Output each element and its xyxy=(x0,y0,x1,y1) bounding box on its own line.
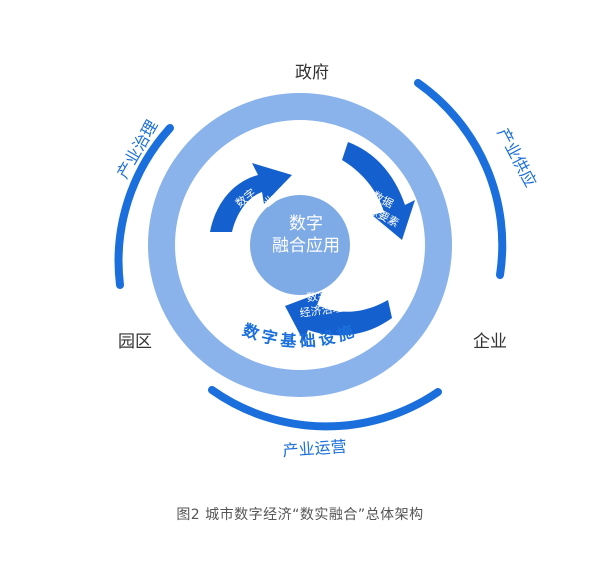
center-label-line1: 数字 xyxy=(289,214,323,234)
label-park: 园区 xyxy=(118,332,152,352)
outer-arc-top-left xyxy=(114,124,174,289)
arrow-top-right xyxy=(342,142,415,240)
arc-label-operations: 产业运营 xyxy=(282,437,347,460)
arrow-bottom xyxy=(285,292,392,342)
center-label-line2: 融合应用 xyxy=(272,236,340,256)
outer-arc-bottom xyxy=(208,386,442,431)
arrow-label-bottom-line2: 经济治理 xyxy=(299,300,345,320)
label-government: 政府 xyxy=(295,63,329,83)
outer-arc-top-right xyxy=(414,79,507,279)
figure-caption: 图2 城市数字经济“数实融合”总体架构 xyxy=(176,507,424,523)
arrow-label-bottom-line1: 数字 xyxy=(306,288,330,305)
label-enterprise: 企业 xyxy=(473,332,507,352)
center-circle xyxy=(250,195,350,295)
arc-label-supply: 产业供应 xyxy=(493,125,540,190)
arrow-top-left xyxy=(210,163,292,232)
